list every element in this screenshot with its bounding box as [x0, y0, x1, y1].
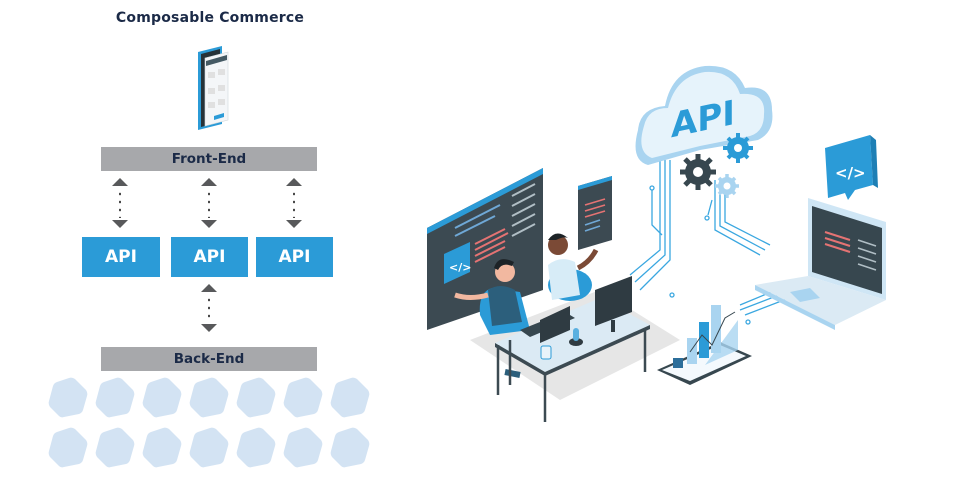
monitor-icon: [595, 276, 632, 326]
svg-text:</>: </>: [449, 261, 471, 274]
bidirectional-arrow-icon: [286, 178, 302, 228]
code-monitor: </>: [427, 168, 543, 330]
microservices-grid: [46, 374, 376, 474]
coffee-cup-icon: [540, 345, 552, 360]
code-bubble-icon: </>: [825, 135, 878, 200]
svg-text:</>: </>: [835, 164, 866, 182]
tablet-bar-chart: [657, 305, 752, 385]
api-cloud-icon: API: [635, 65, 773, 165]
desk: [495, 276, 650, 422]
developer-man: [454, 259, 530, 378]
developer-woman: [548, 233, 599, 301]
api-box-1: API: [82, 237, 160, 277]
code-speech-panel: [578, 176, 612, 250]
gear-icons: [680, 133, 753, 198]
api-box-3: API: [256, 237, 333, 277]
laptop-icon: [540, 306, 570, 343]
laptop-with-code: [755, 198, 886, 330]
bidirectional-arrow-icon: [201, 284, 217, 332]
bidirectional-arrow-icon: [201, 178, 217, 228]
code-badge-icon: [444, 242, 470, 284]
api-box-2: API: [171, 237, 248, 277]
bidirectional-arrow-icon: [112, 178, 128, 228]
front-end-bar: Front-End: [101, 147, 317, 171]
smartphone-app-icon: [192, 44, 232, 134]
api-illustration: </>: [410, 30, 930, 450]
hexagon-icon: [48, 377, 370, 468]
diagram-title: Composable Commerce: [115, 10, 305, 26]
back-end-bar: Back-End: [101, 347, 317, 371]
